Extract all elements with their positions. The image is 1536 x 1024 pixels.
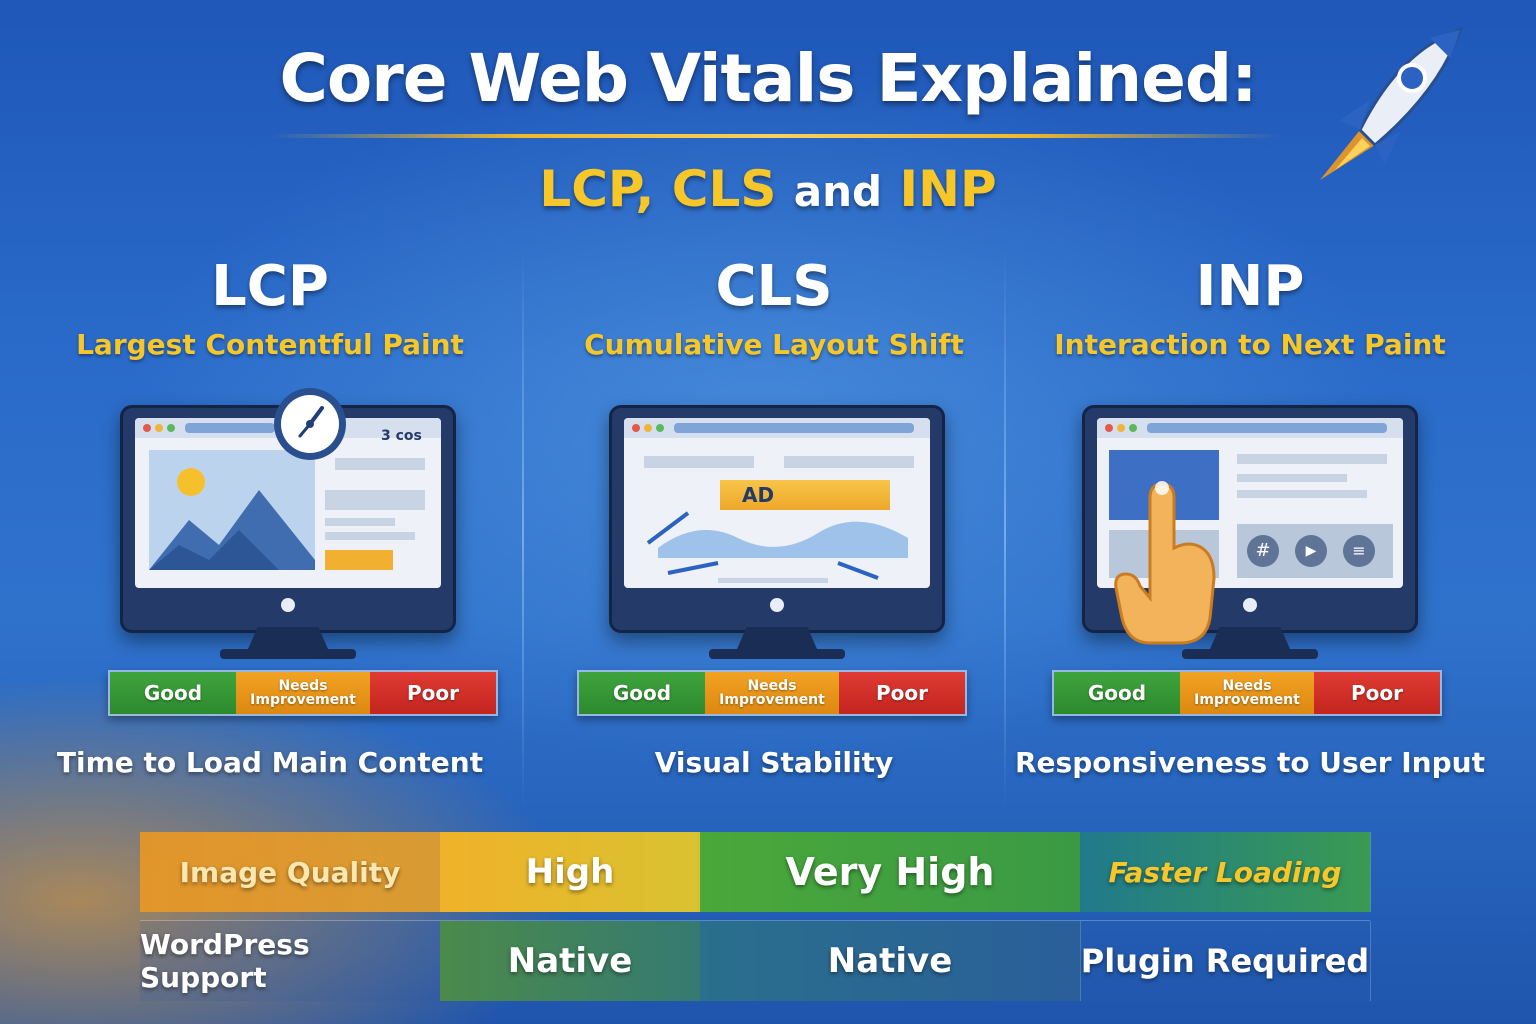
rocket-icon (1320, 27, 1463, 180)
metric-caption: Time to Load Main Content (56, 746, 484, 779)
landscape-image-icon (149, 450, 315, 570)
monitor-stand (248, 627, 328, 649)
table-cell: Very High (700, 832, 1081, 912)
power-button (1243, 598, 1257, 612)
table-cell: High (440, 832, 701, 912)
layout-shift-icon (646, 511, 908, 583)
play-button-icon: ▶ (1295, 535, 1327, 567)
subtitle-inp: INP (899, 160, 997, 218)
column-divider (1004, 250, 1006, 810)
table-cell: WordPress Support (140, 921, 441, 1001)
metric-caption: Visual Stability (654, 746, 894, 779)
table-cell: Image Quality (140, 832, 441, 912)
metric-column-cls: CLS Cumulative Layout Shift AD Good (534, 250, 1014, 790)
monitor-illustration: AD (609, 405, 945, 633)
rating-good: Good (110, 672, 236, 714)
monitor-base (1182, 649, 1318, 659)
comparison-table: Image Quality High Very High Faster Load… (140, 832, 1371, 1001)
metric-full-name: Interaction to Next Paint (1054, 328, 1446, 361)
metric-abbr: INP (1195, 254, 1305, 319)
hash-button-icon: # (1247, 535, 1279, 567)
rating-poor: Poor (370, 672, 496, 714)
stopwatch-icon (274, 388, 346, 460)
table-cell: Plugin Required (1080, 921, 1371, 1001)
metric-caption: Responsiveness to User Input (1015, 746, 1485, 779)
table-cell: Faster Loading (1080, 832, 1371, 912)
monitor-base (220, 649, 356, 659)
pointing-hand-icon (1114, 481, 1216, 645)
table-row: Image Quality High Very High Faster Load… (140, 832, 1371, 912)
subtitle-and: and (793, 167, 883, 216)
column-divider (522, 250, 524, 810)
monitor-base (709, 649, 845, 659)
monitor-screen: 3 cos (135, 418, 441, 588)
monitor-stand (737, 627, 817, 649)
page-title: Core Web Vitals Explained: (279, 40, 1257, 117)
monitor-screen: AD (624, 418, 930, 588)
power-button (770, 598, 784, 612)
metric-full-name: Largest Contentful Paint (76, 328, 464, 361)
rating-good: Good (579, 672, 705, 714)
load-time-label: 3 cos (381, 428, 422, 444)
table-cell: Native (700, 921, 1081, 1001)
metric-column-inp: INP Interaction to Next Paint # ▶ ≡ Go (1010, 250, 1490, 790)
monitor-stand (1210, 627, 1290, 649)
table-cell: Native (440, 921, 701, 1001)
title-divider (270, 134, 1280, 138)
metric-abbr: LCP (211, 254, 329, 319)
metric-column-lcp: LCP Largest Contentful Paint 3 cos (30, 250, 510, 790)
power-button (281, 598, 295, 612)
browser-bar (624, 418, 930, 438)
ad-banner: AD (720, 480, 890, 510)
metric-full-name: Cumulative Layout Shift (584, 328, 964, 361)
browser-bar (1097, 418, 1403, 438)
rating-poor: Poor (1314, 672, 1440, 714)
page-subtitle: LCP, CLS and INP (0, 160, 1536, 218)
metric-abbr: CLS (715, 254, 833, 319)
table-row: WordPress Support Native Native Plugin R… (140, 920, 1371, 1001)
menu-button-icon: ≡ (1343, 535, 1375, 567)
rating-poor: Poor (839, 672, 965, 714)
rating-good: Good (1054, 672, 1180, 714)
cta-block (325, 550, 393, 570)
subtitle-lcp-cls: LCP, CLS (539, 160, 777, 218)
